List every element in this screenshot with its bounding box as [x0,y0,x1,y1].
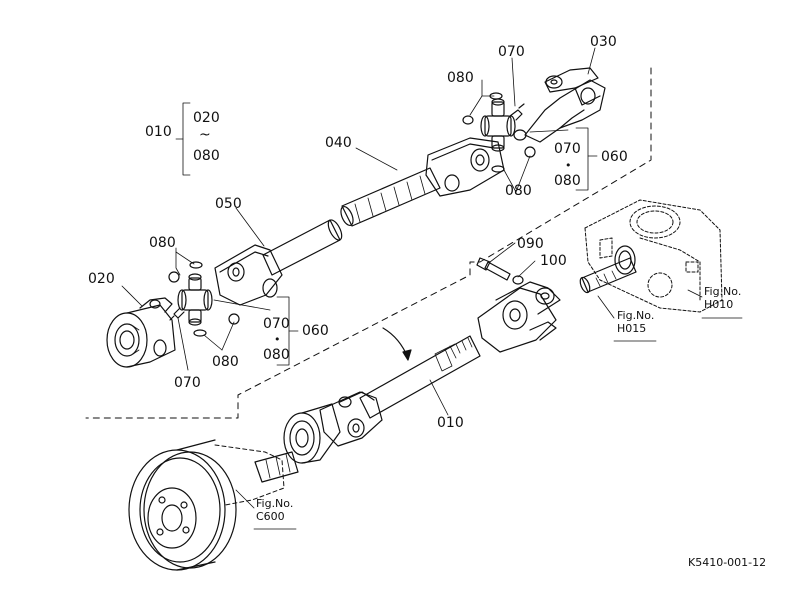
label-010: 010 [437,415,464,431]
circlips-080-lower [168,261,240,337]
shaft-050 [214,219,343,306]
label-060-lower: 060 [302,323,329,339]
ref-h015-fig: Fig.No. [617,309,655,322]
label-020-range: 020 [193,110,220,126]
label-dot-upper: • [565,159,572,172]
label-080-range: 080 [193,148,220,164]
label-080-lower-b: 080 [263,347,290,363]
label-050: 050 [215,196,242,212]
label-010-range: 010 [145,124,172,140]
ref-c600-fig: Fig.No. [256,497,294,510]
yoke-030 [524,67,606,143]
shaft-040 [340,137,505,227]
label-080-upper-a: 080 [447,70,474,86]
label-030: 030 [590,34,617,50]
ref-h010: Fig.No. H010 [704,285,742,311]
label-070-lower-b: 070 [263,316,290,332]
cross-spider-upper [480,98,525,152]
ref-h015-num: H015 [617,321,647,335]
washer-100 [512,275,524,285]
label-100: 100 [540,253,567,269]
pulley-c600 [128,439,299,571]
ref-c600: Fig.No. C600 [256,497,294,523]
label-range-tilde: ~ [199,127,211,143]
gearbox-housing [584,199,723,313]
assembly-boundary-dashed [85,67,652,419]
yoke-020 [106,297,176,368]
label-070-upper-b: 070 [554,141,581,157]
label-080-lower-a: 080 [149,235,176,251]
label-060-upper: 060 [601,149,628,165]
rotation-arrow [382,327,412,361]
label-090: 090 [517,236,544,252]
ref-h015: Fig.No. H015 [617,309,655,335]
label-080-upper-b: 080 [554,173,581,189]
label-070-upper-a: 070 [498,44,525,60]
diagram-code: K5410-001-12 [688,556,767,569]
ref-h010-fig: Fig.No. [704,285,742,298]
label-080-upper-c: 080 [505,183,532,199]
bolt-090 [476,257,511,281]
shaft-010 [319,281,561,447]
label-dot-lower: • [274,333,281,346]
cross-spider-lower [169,273,213,326]
label-080-lower-c: 080 [212,354,239,370]
ref-h010-num: H010 [704,297,734,311]
label-020: 020 [88,271,115,287]
ref-c600-num: C600 [256,509,285,523]
label-040: 040 [325,135,352,151]
label-070-lower-a: 070 [174,375,201,391]
leader-lines [121,47,743,530]
coupling-flange [283,403,341,464]
input-shaft-h015 [579,245,637,294]
